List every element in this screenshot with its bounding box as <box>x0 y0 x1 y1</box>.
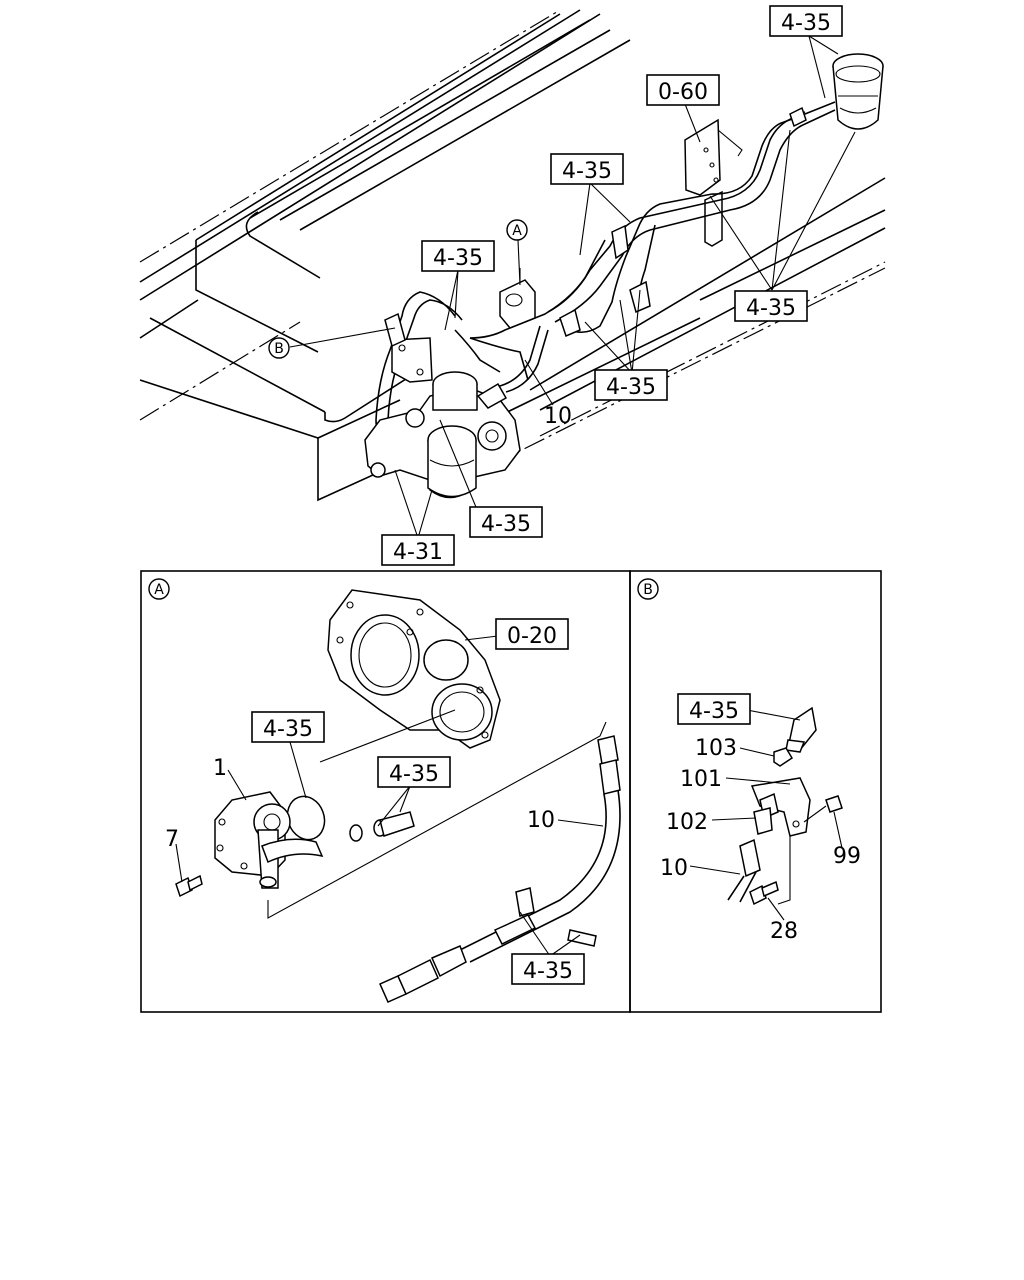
svg-text:4-35: 4-35 <box>689 699 739 724</box>
part-number-1: 1 <box>213 756 227 781</box>
part-number-10-a: 10 <box>527 808 555 833</box>
panel-b-frame <box>629 570 882 1013</box>
b-union-102 <box>753 792 779 835</box>
ref-box-gear-mount[interactable]: 4-31 <box>381 534 455 566</box>
ref-box-hose-left[interactable]: 4-35 <box>421 240 495 272</box>
part-number-99: 99 <box>833 844 861 869</box>
leader-lines-b <box>689 709 843 921</box>
svg-text:4-35: 4-35 <box>781 11 831 36</box>
power-steering-pump <box>214 791 324 889</box>
ref-box-a-plate[interactable]: 0-20 <box>495 618 569 650</box>
ref-box-gear[interactable]: 4-35 <box>469 506 543 538</box>
pipe-clamps <box>559 106 807 338</box>
svg-text:0-60: 0-60 <box>658 80 708 105</box>
leader-lines-main <box>289 35 856 539</box>
b-hose-end <box>785 706 817 753</box>
fluid-reservoir <box>832 53 884 130</box>
svg-text:4-35: 4-35 <box>481 512 531 537</box>
ref-box-a-clip[interactable]: 4-35 <box>511 953 585 985</box>
bolt-7 <box>175 874 203 898</box>
svg-text:4-35: 4-35 <box>606 375 656 400</box>
gear-mount-plate <box>327 589 501 749</box>
valve-a <box>499 268 536 329</box>
ref-box-top-right[interactable]: 4-35 <box>769 5 843 37</box>
part-number-10-main: 10 <box>544 404 572 429</box>
ref-box-bracket[interactable]: 0-60 <box>646 74 720 106</box>
part-number-102: 102 <box>666 810 708 835</box>
return-hose <box>379 735 621 1003</box>
callout-b-main[interactable]: B <box>268 337 290 359</box>
svg-text:A: A <box>154 582 164 598</box>
svg-text:0-20: 0-20 <box>507 624 557 649</box>
svg-text:A: A <box>512 223 522 239</box>
steering-gear <box>364 312 521 499</box>
callout-a-panel[interactable]: A <box>148 578 170 600</box>
b-nut-103 <box>773 747 794 767</box>
part-number-103: 103 <box>695 736 737 761</box>
svg-text:4-35: 4-35 <box>523 959 573 984</box>
tube-seals <box>349 811 415 842</box>
ref-box-clip-upper[interactable]: 4-35 <box>550 153 624 185</box>
part-number-7: 7 <box>165 827 179 852</box>
svg-text:4-35: 4-35 <box>746 296 796 321</box>
b-hose-10 <box>727 838 761 903</box>
ref-box-pipes-right[interactable]: 4-35 <box>734 290 808 322</box>
ref-box-clamps[interactable]: 4-35 <box>594 369 668 401</box>
svg-text:4-35: 4-35 <box>263 717 313 742</box>
svg-text:4-31: 4-31 <box>393 540 443 565</box>
pipe-bracket <box>684 118 743 247</box>
b-nut-99 <box>825 795 843 813</box>
ref-box-b-hose[interactable]: 4-35 <box>677 693 751 725</box>
part-number-10-b: 10 <box>660 856 688 881</box>
ref-box-a-tube[interactable]: 4-35 <box>377 756 451 788</box>
svg-text:B: B <box>274 341 284 357</box>
svg-text:4-35: 4-35 <box>433 246 483 271</box>
part-number-101: 101 <box>680 767 722 792</box>
callout-a-main[interactable]: A <box>506 219 528 241</box>
leader-lines-a <box>175 635 607 957</box>
svg-text:4-35: 4-35 <box>562 159 612 184</box>
b-bolt-28 <box>749 880 779 906</box>
ref-box-a-oring[interactable]: 4-35 <box>251 711 325 743</box>
svg-text:4-35: 4-35 <box>389 762 439 787</box>
part-number-28: 28 <box>770 919 798 944</box>
svg-text:B: B <box>643 582 653 598</box>
callout-b-panel[interactable]: B <box>637 578 659 600</box>
